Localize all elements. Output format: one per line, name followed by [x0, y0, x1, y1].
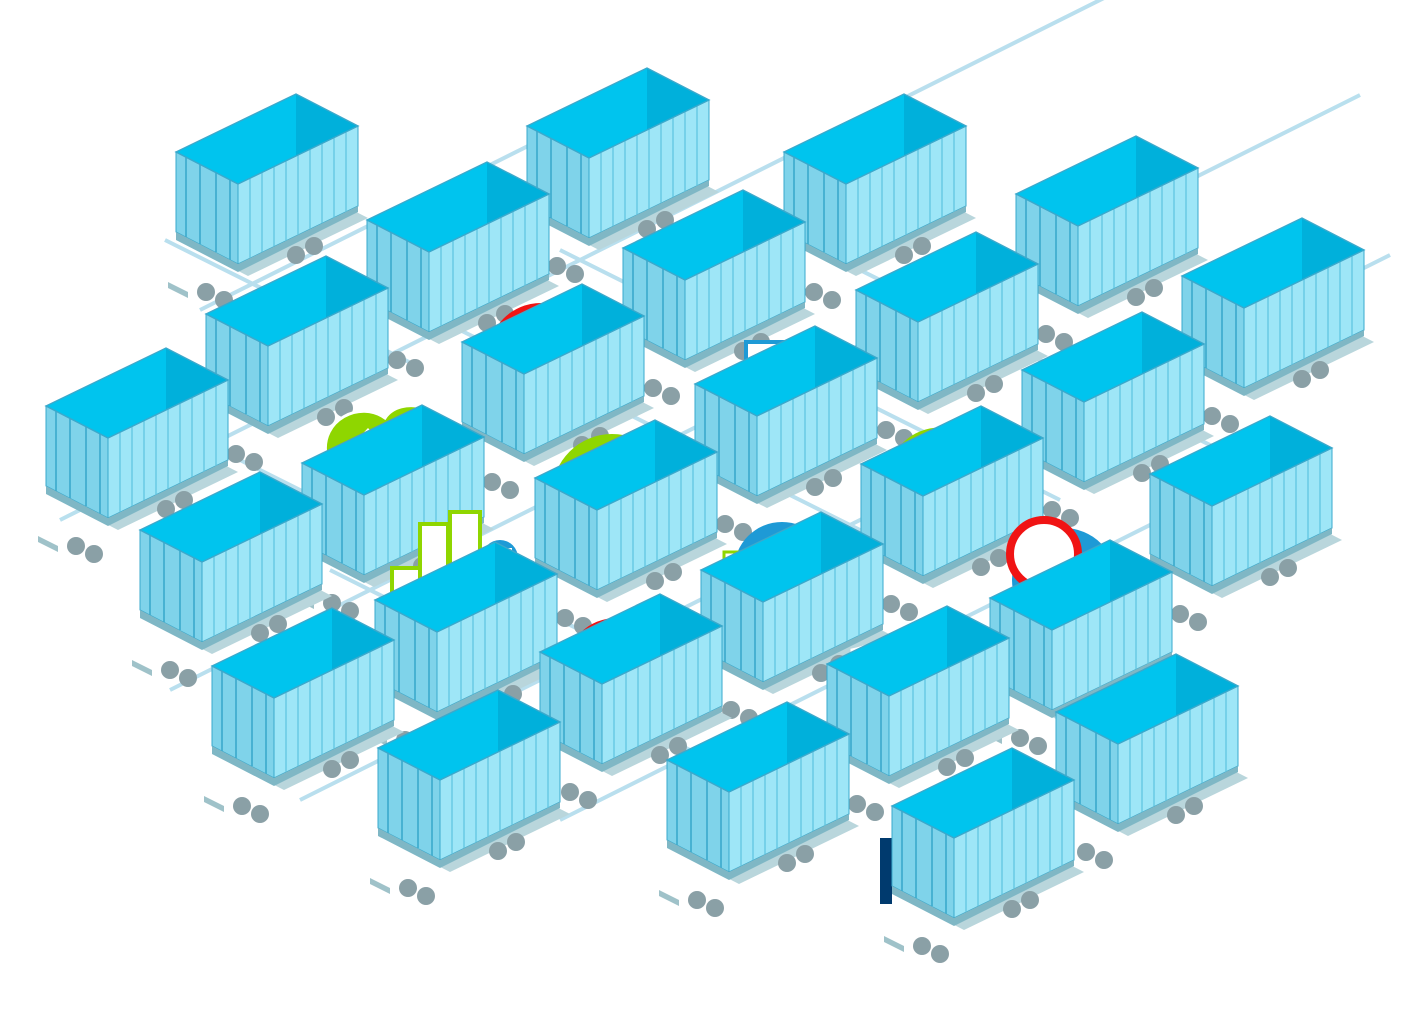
dark-panel [880, 838, 892, 904]
freight-car [369, 689, 571, 906]
